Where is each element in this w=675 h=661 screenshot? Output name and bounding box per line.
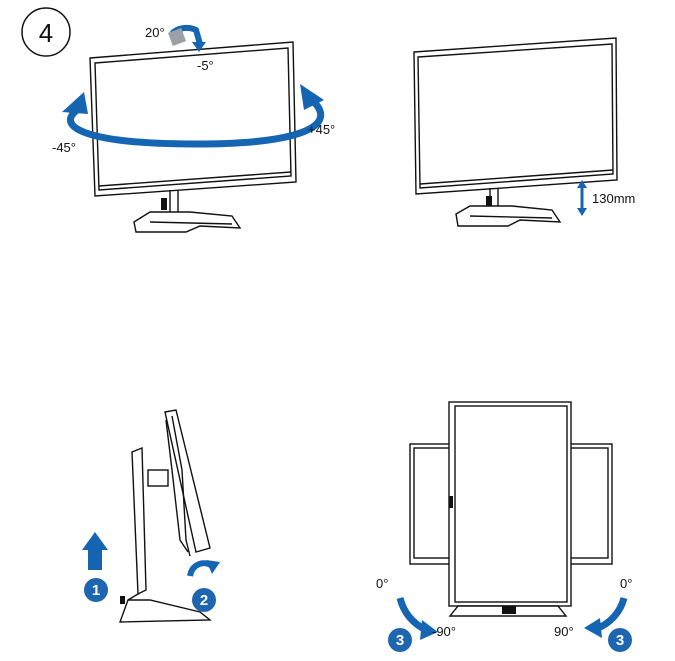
monitor-side xyxy=(164,409,211,553)
svg-text:3: 3 xyxy=(616,632,624,649)
lift-arrow xyxy=(82,532,108,570)
rotate-right-arrow xyxy=(596,596,628,632)
swivel-right-label: +45° xyxy=(308,122,335,137)
stand-column xyxy=(131,446,147,596)
pivot-side-panel: 1 2 xyxy=(82,409,220,623)
height-range-label: 130mm xyxy=(592,191,635,206)
svg-text:2: 2 xyxy=(200,592,208,609)
monitor-frame xyxy=(89,41,297,197)
pivot-front-panel: 0° -90° 0° 90° 3 3 xyxy=(376,401,632,652)
monitor-frame xyxy=(413,37,618,195)
height-panel: 130mm xyxy=(413,37,635,227)
step-number: 4 xyxy=(39,18,53,48)
height-arrow xyxy=(577,180,587,216)
tilt-down-label: -5° xyxy=(197,58,214,73)
tilt-grey-tab xyxy=(168,28,186,46)
right-start-label: 0° xyxy=(620,576,632,591)
right-end-label: 90° xyxy=(554,624,574,639)
svg-text:1: 1 xyxy=(92,582,100,599)
monitor-screen xyxy=(94,47,292,191)
tilt-up-label: 20° xyxy=(145,25,165,40)
step2-badge: 2 xyxy=(192,588,216,612)
stand-base xyxy=(133,211,242,233)
stand-foot xyxy=(118,599,212,623)
step-number-badge: 4 xyxy=(21,7,71,57)
svg-text:3: 3 xyxy=(396,632,404,649)
step3-right-badge: 3 xyxy=(608,628,632,652)
step1-badge: 1 xyxy=(84,578,108,602)
hinge xyxy=(147,469,169,487)
step3-left-badge: 3 xyxy=(388,628,412,652)
monitor-screen xyxy=(417,43,614,189)
tilt-swivel-panel: 20° -5° -45° +45° xyxy=(52,24,335,233)
swivel-left-label: -45° xyxy=(52,140,76,155)
left-start-label: 0° xyxy=(376,576,388,591)
swivel-arrow xyxy=(67,97,325,148)
stand-base xyxy=(455,205,562,227)
left-end-label: -90° xyxy=(432,624,456,639)
portrait-monitor xyxy=(448,401,572,607)
